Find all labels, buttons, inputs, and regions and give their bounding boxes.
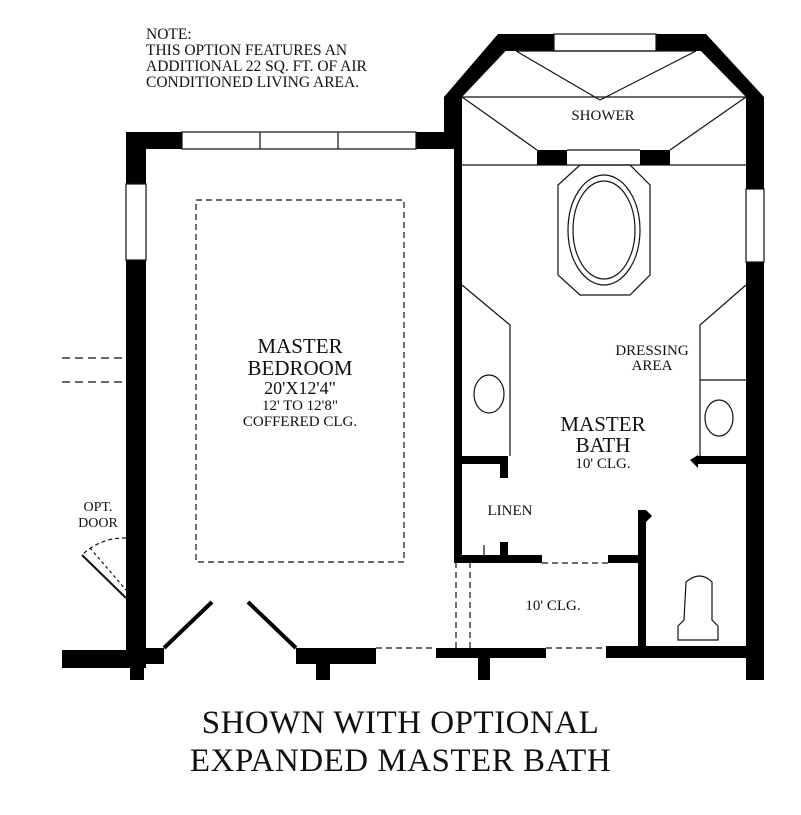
bottom-left-stub (62, 650, 146, 668)
entry-doors (162, 600, 298, 650)
dressing-label-1: DRESSING (615, 343, 689, 359)
shower-ceiling-diag-2 (599, 50, 697, 101)
bedroom-window-top (181, 131, 417, 150)
caption-line-1: SHOWN WITH OPTIONAL (201, 705, 600, 741)
bottom-wall-center (436, 648, 546, 658)
linen-door-stub (500, 542, 508, 562)
opt-door-swing (81, 537, 127, 556)
vanity-right (699, 284, 747, 456)
wc-wall-cap (638, 510, 652, 522)
bedroom-ceiling-type: COFFERED CLG. (243, 414, 357, 430)
vanity-left (461, 284, 511, 456)
bedroom-dimensions: 20'X12'4" (264, 378, 336, 398)
right-wall-lower (746, 262, 764, 680)
linen-top-stub (500, 456, 508, 478)
shower-left-wall (444, 97, 462, 149)
opt-door-label-1: OPT. (84, 500, 113, 515)
note-line-2: THIS OPTION FEATURES AN (146, 42, 347, 59)
wc-top-left-wall (608, 555, 644, 563)
bottom-wall-right (606, 646, 764, 658)
shower-ceiling-diag-1 (515, 50, 601, 101)
shower-curb-right (640, 150, 670, 165)
bedroom-window-left (125, 183, 147, 261)
shower-diag-right (669, 96, 747, 151)
shower-top-wall-right (656, 34, 706, 51)
bath-label-2: BATH (576, 433, 631, 457)
tub-basin (567, 174, 641, 286)
shower-right-angle (696, 34, 764, 97)
labels: MASTER BEDROOM 20'X12'4" 12' TO 12'8" CO… (78, 108, 689, 614)
bedroom-label-2: BEDROOM (247, 356, 352, 380)
bath-ceiling: 10' CLG. (575, 456, 630, 472)
tub-basin-inner (572, 180, 636, 280)
hall-ceiling-label: 10' CLG. (525, 598, 580, 614)
note-line-1: NOTE: (146, 26, 192, 43)
tub (557, 164, 651, 296)
opt-door-label-2: DOOR (78, 516, 118, 531)
dressing-bottom-wall (696, 456, 750, 464)
note-line-3: ADDITIONAL 22 SQ. FT. OF AIR (146, 58, 368, 75)
shower-curb-left (537, 150, 567, 165)
linen-label: LINEN (488, 503, 533, 519)
coffered-ceiling-outline (195, 199, 405, 563)
shower-diag-left (461, 96, 538, 151)
bedroom-label-1: MASTER (257, 334, 342, 358)
bedroom-ceiling-height: 12' TO 12'8" (262, 398, 338, 414)
toilet (677, 575, 719, 641)
center-wall (454, 145, 462, 563)
linen-bottom-wall (454, 555, 542, 563)
shower-top-wall-left (498, 34, 554, 51)
bedroom-left-wall-lower (126, 260, 146, 666)
entry-door-right (246, 600, 298, 650)
bottom-wall-center-pier (478, 648, 490, 680)
bottom-wall-pier (316, 648, 330, 680)
bath-label-1: MASTER (560, 412, 645, 436)
linework (62, 33, 765, 649)
bedroom-left-wall-upper (126, 132, 146, 184)
note-line-4: CONDITIONED LIVING AREA. (146, 74, 359, 91)
bottom-wall-door-right (296, 648, 376, 664)
floor-plan: NOTE: THIS OPTION FEATURES AN ADDITIONAL… (62, 26, 765, 680)
linen-top-wall (462, 456, 508, 464)
walls (62, 34, 764, 680)
opt-door-leaf (81, 554, 127, 599)
shower-label: SHOWER (571, 108, 634, 124)
caption-line-2: EXPANDED MASTER BATH (189, 743, 612, 779)
right-wall-upper (746, 97, 764, 189)
wc-left-wall (638, 510, 646, 652)
entry-door-left (162, 600, 214, 650)
shower-window (553, 33, 657, 52)
dressing-label-2: AREA (632, 358, 673, 374)
bottom-left-pier (130, 648, 144, 680)
note: NOTE: THIS OPTION FEATURES AN ADDITIONAL… (146, 26, 368, 91)
sink-left (473, 374, 505, 414)
bath-window-right (745, 188, 765, 263)
sink-right (704, 399, 734, 437)
dressing-wall-cap (690, 455, 698, 468)
